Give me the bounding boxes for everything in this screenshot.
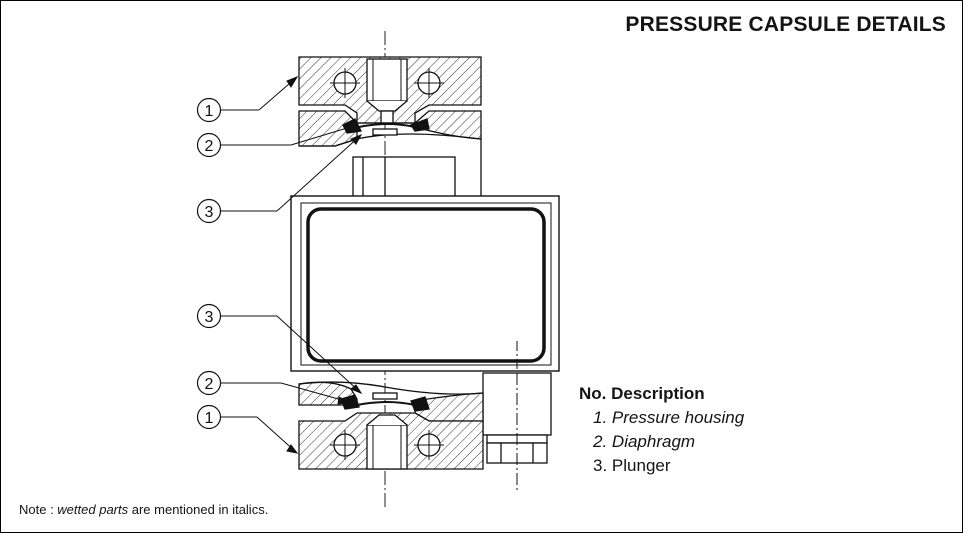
footnote: Note : wetted parts are mentioned in ita… xyxy=(19,502,268,517)
legend-header-description: Description xyxy=(611,384,705,403)
legend-item-num: 3. xyxy=(593,456,608,475)
footnote-suffix: are mentioned in italics. xyxy=(128,502,269,517)
legend-item-pressure-housing: 1. Pressure housing xyxy=(579,406,744,430)
callout-bottom-plunger xyxy=(196,303,363,395)
callout-label-top-housing: 1 xyxy=(205,103,214,120)
legend-item-text: Pressure housing xyxy=(611,408,745,427)
legend-item-text: Diaphragm xyxy=(611,432,696,451)
legend-item-diaphragm: 2. Diaphragm xyxy=(579,430,744,454)
bottom-pressure-housing xyxy=(298,412,484,470)
top-diaphragm xyxy=(342,118,430,136)
legend-item-num: 1. xyxy=(593,408,608,427)
footnote-emphasis: wetted parts xyxy=(57,502,129,517)
callout-label-bottom-housing: 1 xyxy=(205,410,214,427)
callout-bottom-diaphragm xyxy=(196,370,351,405)
callout-top-housing xyxy=(196,75,299,123)
transducer-body xyxy=(290,195,560,372)
callout-label-bottom-plunger: 3 xyxy=(205,309,214,326)
callout-top-plunger xyxy=(196,134,363,224)
legend-item-num: 2. xyxy=(593,432,608,451)
legend-header-no: No. xyxy=(579,384,607,403)
legend-header: No. Description xyxy=(579,382,744,406)
footnote-prefix: Note : xyxy=(19,502,58,517)
top-stem xyxy=(352,156,456,198)
callout-top-diaphragm xyxy=(196,124,359,158)
legend-item-plunger: 3. Plunger xyxy=(579,454,744,478)
bottom-connector xyxy=(482,372,552,491)
legend-item-text: Plunger xyxy=(611,456,671,475)
page-title: PRESSURE CAPSULE DETAILS xyxy=(625,13,946,36)
legend: No. Description 1. Pressure housing 2. D… xyxy=(579,382,744,478)
callout-label-bottom-diaphragm: 2 xyxy=(205,376,214,393)
callout-label-top-plunger: 3 xyxy=(205,204,214,221)
callout-bottom-housing xyxy=(196,404,299,454)
callout-label-top-diaphragm: 2 xyxy=(205,138,214,155)
top-pressure-housing xyxy=(298,56,482,124)
